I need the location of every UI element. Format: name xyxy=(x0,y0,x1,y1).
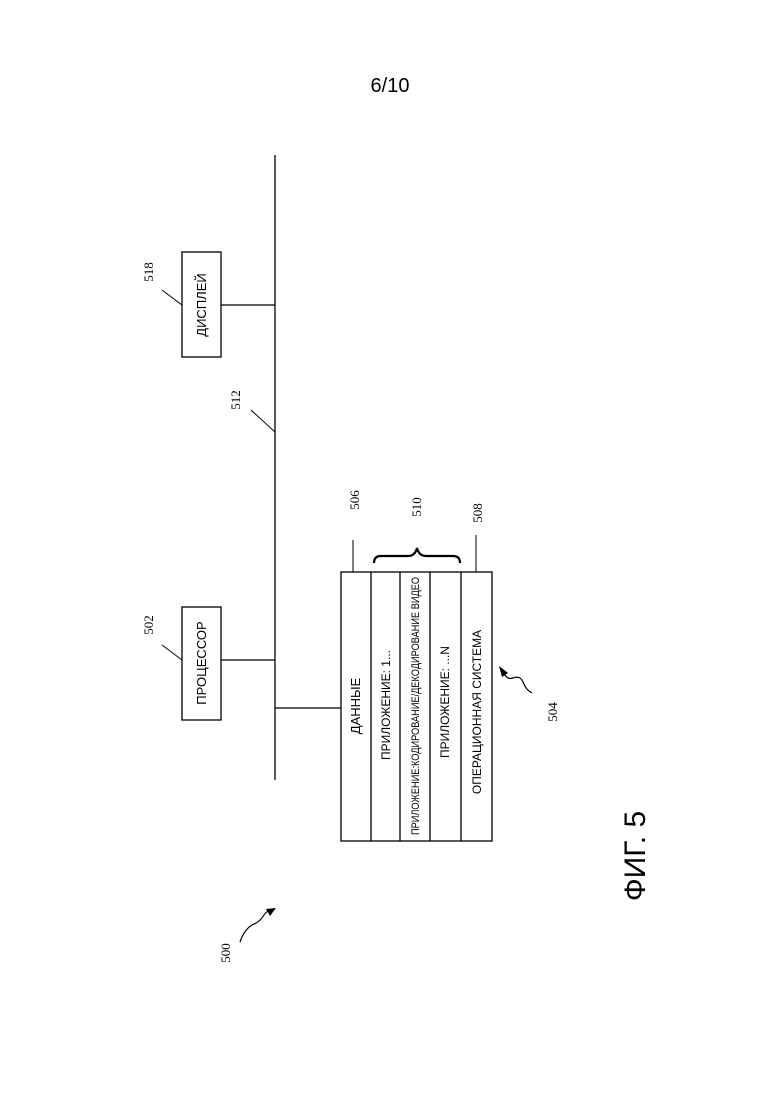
os-ref-label: 508 xyxy=(470,503,485,523)
apps-brace xyxy=(374,548,460,563)
memory-row-os: ОПЕРАЦИОННАЯ СИСТЕМА xyxy=(470,630,484,794)
memory-row-app-n: ПРИЛОЖЕНИЕ: ...N xyxy=(438,646,452,758)
memory-block: ДАННЫЕ ПРИЛОЖЕНИЕ: 1... ПРИЛОЖЕНИЕ:КОДИР… xyxy=(341,572,492,841)
figure-caption: ФИГ. 5 xyxy=(619,811,652,901)
memory-row-app-1: ПРИЛОЖЕНИЕ: 1... xyxy=(379,650,393,760)
display-ref-label: 518 xyxy=(141,262,156,282)
memory-row-data: ДАННЫЕ xyxy=(348,677,363,734)
processor-label: ПРОЦЕССОР xyxy=(194,621,209,704)
processor-ref-label: 502 xyxy=(141,615,156,635)
data-ref-label: 506 xyxy=(347,490,362,510)
display-ref-leader xyxy=(162,290,182,305)
display-label: ДИСПЛЕЙ xyxy=(194,273,209,336)
memory-row-app-video-codec: ПРИЛОЖЕНИЕ:КОДИРОВАНИЕ/ДЕКОДИРОВАНИЕ ВИД… xyxy=(410,577,422,835)
bus-ref-leader xyxy=(251,410,275,432)
system-ref-label: 500 xyxy=(218,943,233,963)
bus-ref-label: 512 xyxy=(228,390,243,410)
memory-ref-arrow xyxy=(504,673,532,693)
processor-ref-leader xyxy=(162,645,182,660)
memory-ref-label: 504 xyxy=(545,702,560,722)
apps-ref-label: 510 xyxy=(409,497,424,517)
system-ref-arrow xyxy=(240,911,270,942)
page-number: 6/10 xyxy=(371,75,410,97)
memory-ref-arrowhead xyxy=(499,666,508,677)
